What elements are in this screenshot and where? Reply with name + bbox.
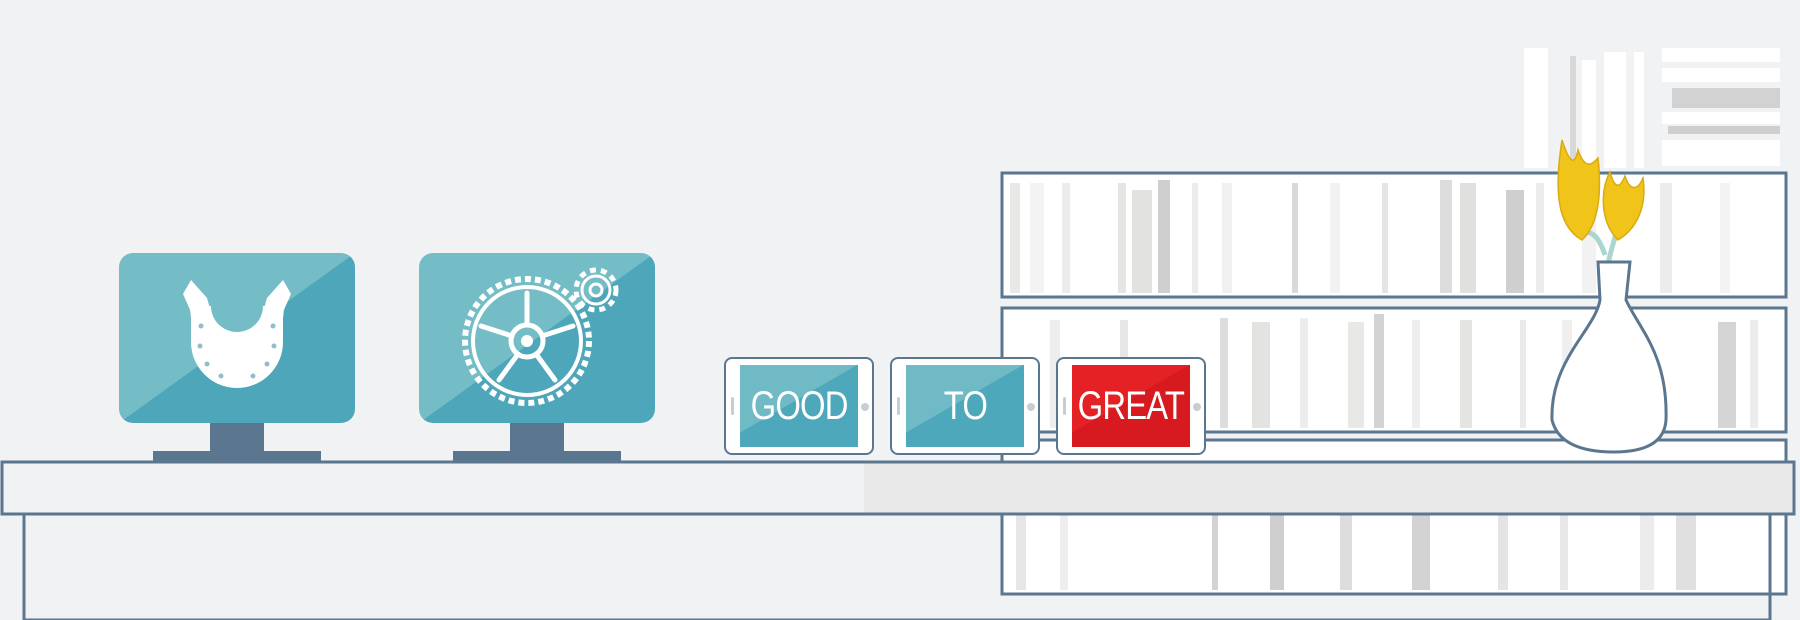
tablet-screen: GOOD xyxy=(740,365,858,447)
desk xyxy=(0,460,1796,620)
books-row-top xyxy=(1010,180,1730,293)
tablet-home-button xyxy=(1027,403,1035,411)
tablet-home-button xyxy=(1193,403,1201,411)
flower-vase xyxy=(1550,139,1668,454)
tablet-screen: GREAT xyxy=(1072,365,1190,447)
tablet-camera xyxy=(731,397,734,415)
tablet-text-good: GOOD xyxy=(750,383,849,428)
tablet-camera xyxy=(1063,397,1066,415)
flower-right xyxy=(1602,170,1645,241)
tablet-screen: TO xyxy=(906,365,1024,447)
desk-shadow xyxy=(864,462,1794,514)
horseshoe-icon xyxy=(183,280,291,388)
tablet-good: GOOD xyxy=(724,357,874,455)
tablet-text-great: GREAT xyxy=(1077,383,1185,428)
tablet-text-to: TO xyxy=(943,383,987,428)
books-stack-top xyxy=(1524,48,1780,168)
tablet-great: GREAT xyxy=(1056,357,1206,455)
gears-icon xyxy=(462,267,619,406)
desk-body xyxy=(22,512,1772,620)
monitor-horseshoe xyxy=(119,253,355,461)
books-row-bottom xyxy=(1016,500,1696,590)
monitor-gears xyxy=(419,253,655,461)
flower-left xyxy=(1557,139,1601,241)
tablet-to: TO xyxy=(890,357,1040,455)
tablet-camera xyxy=(897,397,900,415)
tablet-home-button xyxy=(861,403,869,411)
